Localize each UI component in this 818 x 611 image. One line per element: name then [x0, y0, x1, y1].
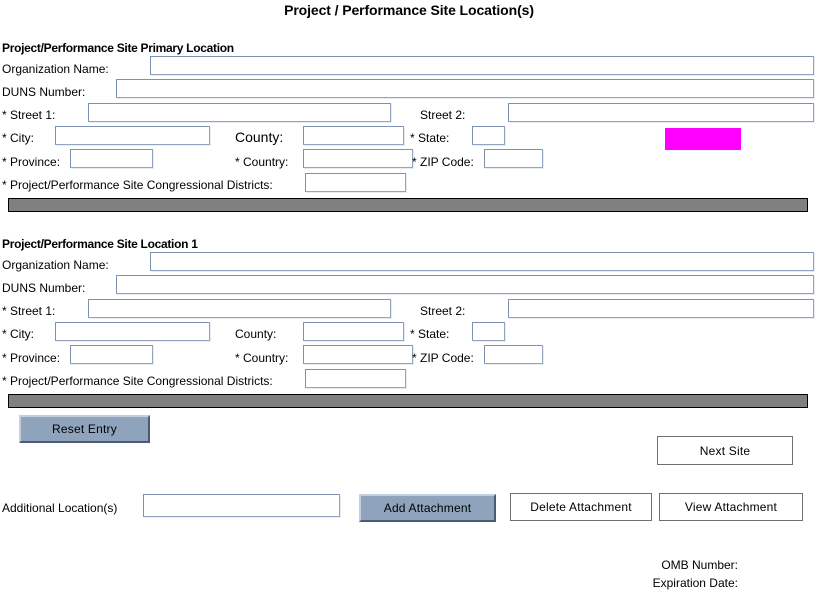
organization-name-label-primary: Organization Name:	[2, 62, 109, 76]
congressional-districts-input-primary[interactable]	[305, 173, 406, 192]
reset-entry-button[interactable]: Reset Entry	[19, 415, 150, 443]
state-label-location-1: * State:	[410, 327, 450, 341]
province-input-location-1[interactable]	[70, 345, 153, 364]
next-site-button[interactable]: Next Site	[657, 436, 793, 465]
province-label-primary: * Province:	[2, 155, 61, 169]
page-title: Project / Performance Site Location(s)	[284, 2, 534, 18]
zip-input-location-1[interactable]	[484, 345, 543, 364]
omb-number-label: OMB Number:	[661, 558, 738, 572]
congressional-districts-label-location-1: * Project/Performance Site Congressional…	[2, 374, 273, 388]
zip-label-primary: * ZIP Code:	[412, 155, 474, 169]
street1-input-primary[interactable]	[88, 103, 391, 122]
city-input-location-1[interactable]	[55, 322, 210, 341]
state-input-location-1[interactable]	[472, 322, 505, 341]
additional-locations-input[interactable]	[143, 494, 340, 517]
section-heading-location-1: Project/Performance Site Location 1	[2, 237, 198, 251]
country-input-location-1[interactable]	[303, 345, 413, 364]
section-divider-2	[8, 394, 808, 408]
street2-label-location-1: Street 2:	[420, 304, 466, 318]
county-label-location-1: County:	[235, 327, 277, 341]
street2-input-primary[interactable]	[508, 103, 814, 122]
country-label-location-1: * Country:	[235, 351, 289, 365]
state-input-primary[interactable]	[472, 126, 505, 145]
province-label-location-1: * Province:	[2, 351, 61, 365]
additional-locations-label: Additional Location(s)	[2, 501, 118, 515]
street2-label-primary: Street 2:	[420, 108, 466, 122]
expiration-date-label: Expiration Date:	[652, 576, 738, 590]
highlight-block	[665, 128, 741, 150]
province-input-primary[interactable]	[70, 149, 153, 168]
congressional-districts-input-location-1[interactable]	[305, 369, 406, 388]
zip-label-location-1: * ZIP Code:	[412, 351, 474, 365]
section-divider-1	[8, 198, 808, 212]
county-label-primary: County:	[235, 129, 284, 145]
duns-number-input-location-1[interactable]	[116, 275, 814, 294]
view-attachment-button[interactable]: View Attachment	[659, 493, 803, 521]
duns-number-label-location-1: DUNS Number:	[2, 281, 86, 295]
street2-input-location-1[interactable]	[508, 299, 814, 318]
city-input-primary[interactable]	[55, 126, 210, 145]
state-label-primary: * State:	[410, 131, 450, 145]
add-attachment-button[interactable]: Add Attachment	[359, 494, 496, 522]
organization-name-label-location-1: Organization Name:	[2, 258, 109, 272]
zip-input-primary[interactable]	[484, 149, 543, 168]
county-input-location-1[interactable]	[303, 322, 404, 341]
country-input-primary[interactable]	[303, 149, 413, 168]
organization-name-input-location-1[interactable]	[150, 252, 814, 271]
street1-label-location-1: * Street 1:	[2, 304, 56, 318]
city-label-primary: * City:	[2, 131, 35, 145]
section-heading-primary-location: Project/Performance Site Primary Locatio…	[2, 41, 234, 55]
street1-input-location-1[interactable]	[88, 299, 391, 318]
duns-number-input-primary[interactable]	[116, 79, 814, 98]
country-label-primary: * Country:	[235, 155, 289, 169]
duns-number-label-primary: DUNS Number:	[2, 85, 86, 99]
congressional-districts-label-primary: * Project/Performance Site Congressional…	[2, 178, 273, 192]
organization-name-input-primary[interactable]	[150, 56, 814, 75]
street1-label-primary: * Street 1:	[2, 108, 56, 122]
county-input-primary[interactable]	[303, 126, 404, 145]
city-label-location-1: * City:	[2, 327, 35, 341]
delete-attachment-button[interactable]: Delete Attachment	[510, 493, 652, 521]
